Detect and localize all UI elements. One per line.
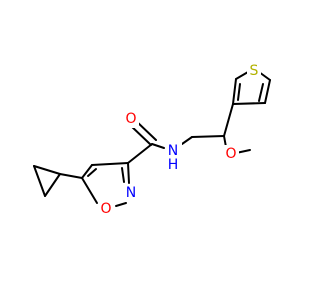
bond-thiophene-c5-c4-inner (258, 83, 264, 102)
atom-label-o-carbonyl: O (125, 111, 136, 127)
bond-thiophene-c2-s (235, 71, 249, 80)
atom-label-s: S (250, 63, 259, 79)
bond-cyclopropyl-a (33, 165, 61, 175)
atom-amide-nitrogen: N H (165, 142, 182, 173)
atom-isoxazole-oxygen: O (98, 200, 114, 218)
bond-n-ch2 (181, 136, 193, 145)
atom-label-n-isoxazole: N (126, 185, 136, 201)
bond-isox-o-c5 (81, 177, 98, 204)
bond-isox-c5-c4 (81, 164, 93, 179)
bond-isox-c3-n (127, 162, 130, 184)
bond-ch2-ch (191, 135, 225, 138)
bond-thiophene-c2-c3-inner (237, 83, 241, 101)
atom-label-o-isoxazole: O (100, 201, 111, 217)
bond-c5-cyclopropyl (59, 173, 83, 179)
bond-cyclopropyl-c (33, 165, 46, 197)
molecule-diagram: O N H S O N O (33, 62, 271, 218)
bond-isox-c5-c4-inner (87, 168, 97, 177)
atom-label-n-amide: N (168, 143, 178, 159)
bond-carbonyl-c3 (127, 143, 153, 164)
bond-thiophene-c5-c4 (264, 79, 271, 104)
atom-label-h-amide: H (168, 157, 179, 173)
atom-isoxazole-nitrogen: N (124, 184, 140, 202)
bond-cyclopropyl-b (44, 173, 61, 197)
bond-carbonyl-double-a (129, 124, 152, 146)
bond-thiophene-c4-c3 (232, 102, 266, 105)
structure-canvas: O N H S O N O (33, 62, 271, 218)
bond-carbonyl-n (151, 143, 165, 149)
atom-methoxy-oxygen: O (223, 145, 239, 163)
atom-thiophene-sulfur: S (247, 62, 261, 80)
bond-ch-thiophene (223, 103, 234, 137)
bond-thiophene-c3-c2 (232, 78, 237, 105)
bond-isox-c3-n-inner (121, 167, 125, 183)
bond-isox-c3-c4 (91, 162, 129, 166)
atom-carbonyl-oxygen: O (123, 110, 139, 128)
bond-isox-n-o (115, 202, 127, 207)
atom-label-o-methoxy: O (225, 146, 236, 162)
